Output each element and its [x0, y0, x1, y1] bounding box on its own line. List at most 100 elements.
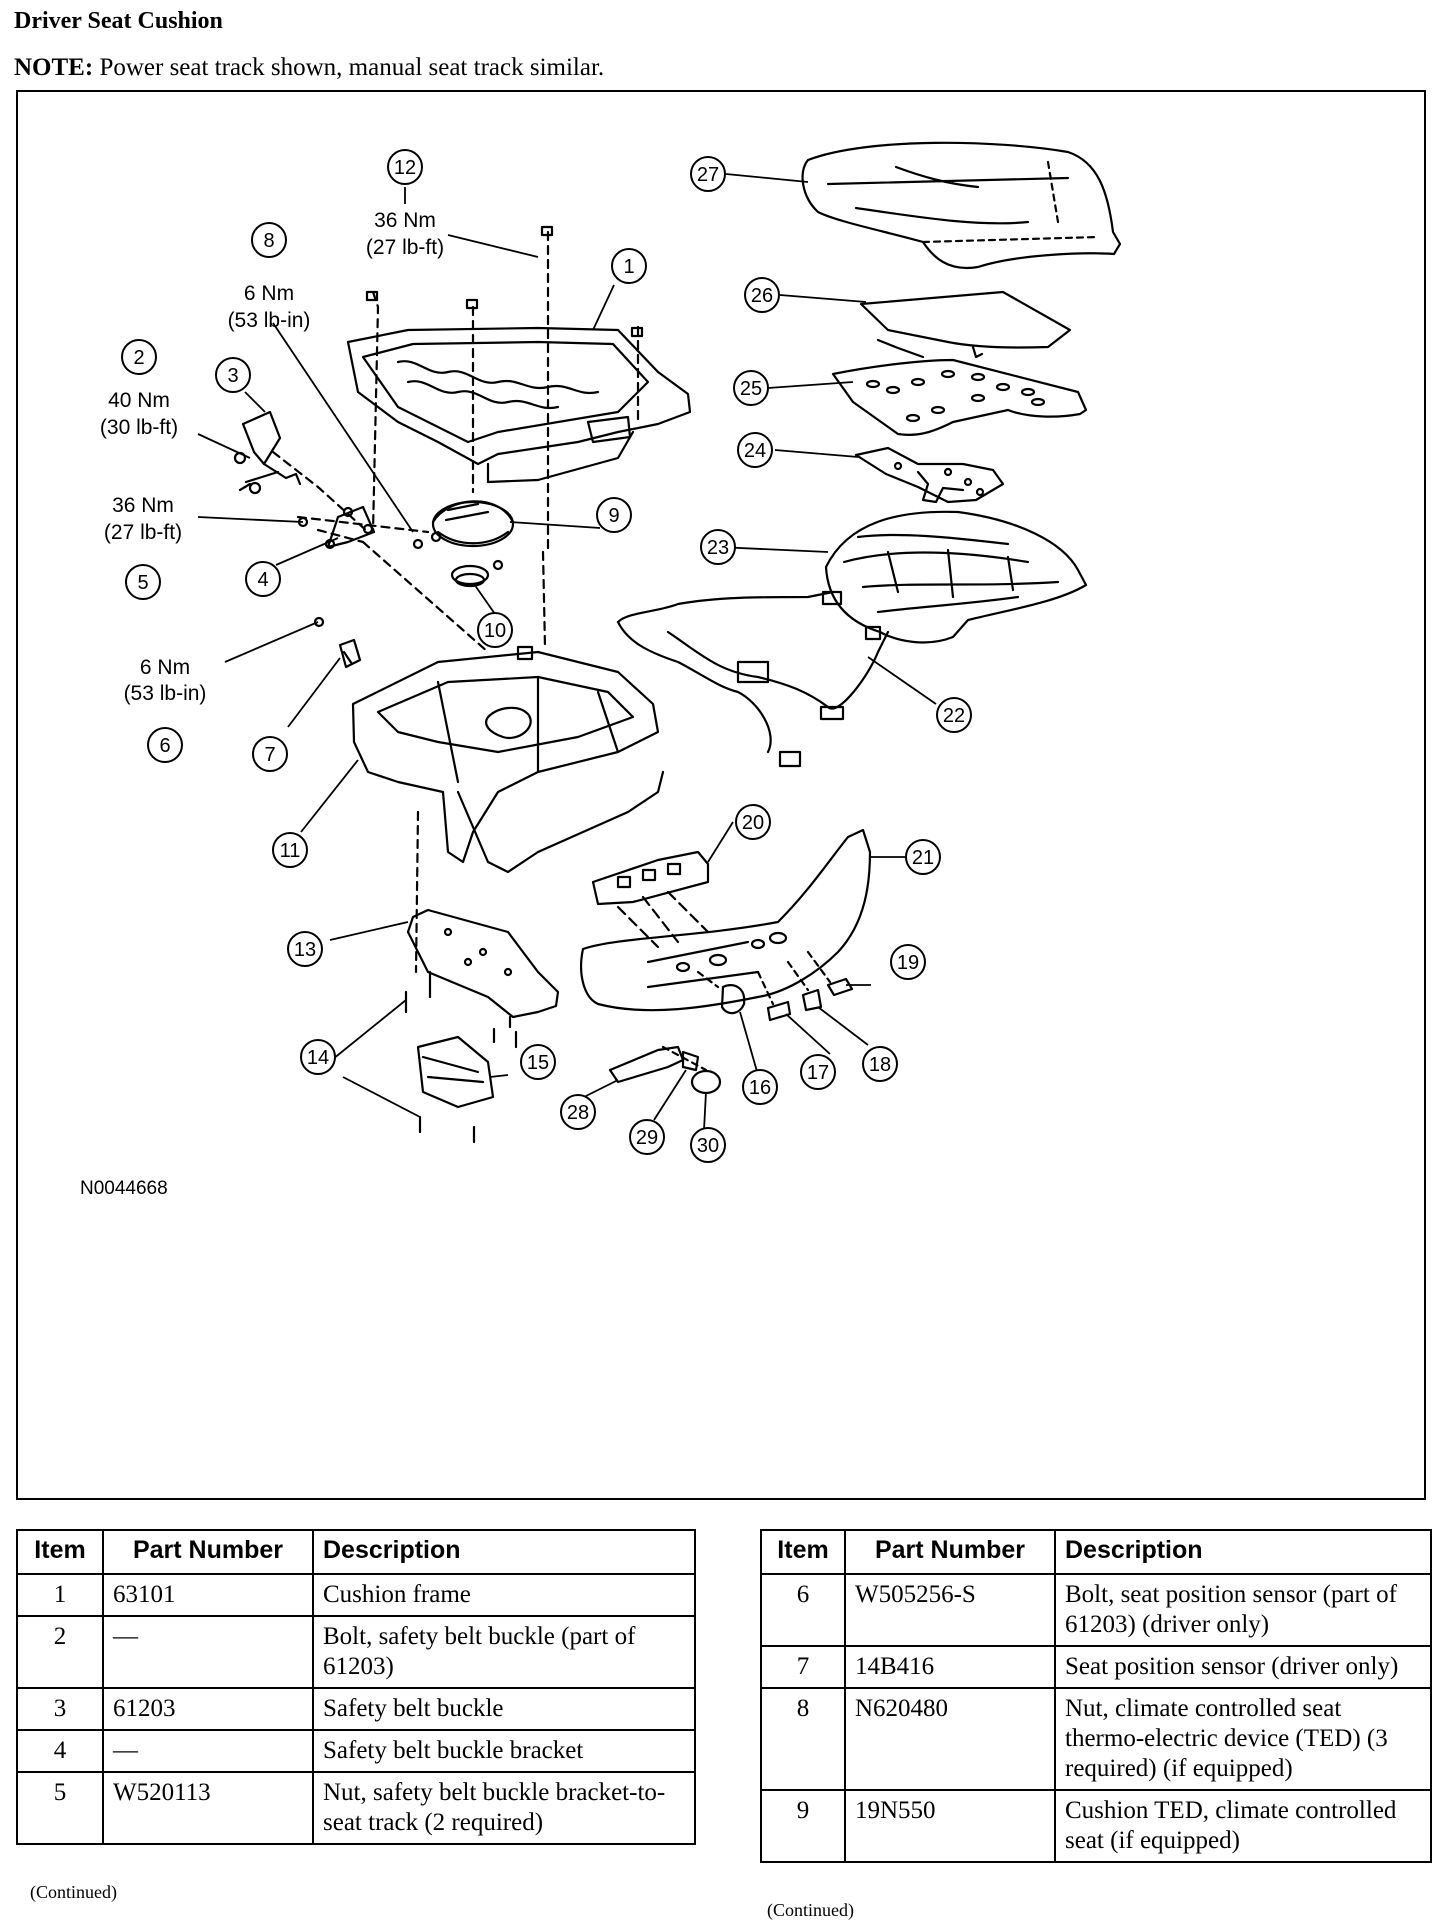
callout-12: 12 — [387, 149, 423, 185]
callout-number: 26 — [751, 285, 773, 307]
header-item: Item — [760, 1529, 846, 1575]
item-cell: 5 — [16, 1771, 104, 1845]
seat-cushion-cover-drawing — [801, 141, 1122, 270]
callout-22: 22 — [936, 697, 972, 733]
description-cell: Bolt, seat position sensor (part of 6120… — [1054, 1573, 1432, 1647]
callout-number: 6 — [159, 735, 170, 757]
callout-number: 18 — [869, 1054, 891, 1076]
description-cell: Safety belt buckle bracket — [312, 1729, 696, 1773]
header-description: Description — [312, 1529, 696, 1575]
callout-circle — [690, 156, 726, 192]
callout-number: 5 — [137, 572, 148, 594]
note-text: Power seat track shown, manual seat trac… — [93, 54, 605, 81]
item-cell: 3 — [16, 1687, 104, 1731]
side-shield-drawing — [580, 828, 872, 1012]
description-cell: Cushion frame — [312, 1573, 696, 1617]
callout-number: 20 — [742, 812, 764, 834]
cushion-frame-drawing — [346, 225, 692, 554]
callout-number: 15 — [527, 1052, 549, 1074]
callout-number: 9 — [608, 505, 619, 527]
callout-5: 5 — [125, 564, 161, 600]
callout-number: 11 — [280, 840, 301, 862]
torque-5-nm: 36 Nm — [112, 494, 174, 517]
callout-number: 23 — [707, 537, 729, 559]
item-cell: 7 — [760, 1645, 846, 1689]
callout-number: 12 — [394, 157, 416, 179]
callout-circle — [300, 1039, 336, 1075]
callout-circle — [629, 1119, 665, 1155]
heater-mat-drawing — [859, 290, 1072, 359]
callout-number: 30 — [697, 1135, 719, 1157]
callout-number: 4 — [257, 569, 268, 591]
callout-6: 6 — [147, 727, 183, 763]
description-cell: Seat position sensor (driver only) — [1054, 1645, 1432, 1689]
knob-17-drawing — [766, 1000, 792, 1022]
callout-3: 3 — [215, 357, 251, 393]
continued-left: (Continued) — [30, 1882, 117, 1902]
sensor-mat-drawing — [854, 446, 1005, 504]
part-number-cell: — — [102, 1615, 314, 1689]
callout-number: 22 — [943, 705, 965, 727]
table-header-row: Item Part Number Description — [760, 1529, 1432, 1575]
table-row: 4—Safety belt buckle bracket — [16, 1729, 696, 1773]
part-number-cell: W505256-S — [844, 1573, 1056, 1647]
part-number-cell: — — [102, 1729, 314, 1773]
callout-circle — [520, 1044, 556, 1080]
item-cell: 8 — [760, 1687, 846, 1791]
callout-10: 10 — [477, 612, 513, 648]
callout-number: 17 — [807, 1062, 829, 1084]
ted-unit-drawing — [431, 500, 515, 548]
callout-number: 14 — [307, 1047, 329, 1069]
callout-number: 28 — [567, 1102, 589, 1124]
torque-12-nm: 36 Nm — [374, 209, 436, 232]
part-number-cell: 14B416 — [844, 1645, 1056, 1689]
callout-number: 2 — [133, 347, 144, 369]
callout-14: 14 — [300, 1039, 336, 1075]
description-cell: Nut, safety belt buckle bracket-to-seat … — [312, 1771, 696, 1845]
table-row: 2—Bolt, safety belt buckle (part of 6120… — [16, 1615, 696, 1689]
callout-25: 25 — [733, 370, 769, 406]
callout-circle — [737, 432, 773, 468]
torque-8-nm: 6 Nm — [244, 282, 294, 305]
callout-circle — [742, 1069, 778, 1105]
callout-circle — [690, 1127, 726, 1163]
handle-clip-29-drawing — [681, 1050, 700, 1072]
callout-circle — [147, 727, 183, 763]
header-part-number: Part Number — [844, 1529, 1056, 1575]
seat-switch-drawing — [591, 850, 710, 906]
section-title: Driver Seat Cushion — [14, 8, 223, 34]
callout-16: 16 — [742, 1069, 778, 1105]
torque-5-lbft: (27 lb-ft) — [104, 521, 182, 544]
callout-29: 29 — [629, 1119, 665, 1155]
callout-circle — [596, 497, 632, 533]
seat-position-sensor-drawing — [313, 616, 362, 669]
part-number-cell: W520113 — [102, 1771, 314, 1845]
header-description: Description — [1054, 1529, 1432, 1575]
callout-circle — [121, 339, 157, 375]
callout-21: 21 — [905, 839, 941, 875]
callout-number: 3 — [227, 365, 238, 387]
seat-module-drawing — [416, 1035, 495, 1109]
callout-circle — [477, 612, 513, 648]
callout-number: 13 — [294, 939, 316, 961]
knob-18-drawing — [801, 988, 823, 1012]
ted-duct-ring-drawing — [450, 564, 490, 586]
callout-circle — [800, 1054, 836, 1090]
callout-number: 21 — [912, 847, 934, 869]
callout-circle — [862, 1046, 898, 1082]
callout-number: 16 — [749, 1077, 771, 1099]
cushion-foam-drawing — [824, 510, 1088, 644]
description-cell: Safety belt buckle — [312, 1687, 696, 1731]
note-line: NOTE: Power seat track shown, manual sea… — [14, 54, 604, 82]
callout-circle — [905, 839, 941, 875]
part-number-cell: 19N550 — [844, 1789, 1056, 1863]
cushion-pad-drawing — [831, 358, 1088, 436]
table-header-row: Item Part Number Description — [16, 1529, 696, 1575]
description-cell: Nut, climate controlled seat thermo-elec… — [1054, 1687, 1432, 1791]
